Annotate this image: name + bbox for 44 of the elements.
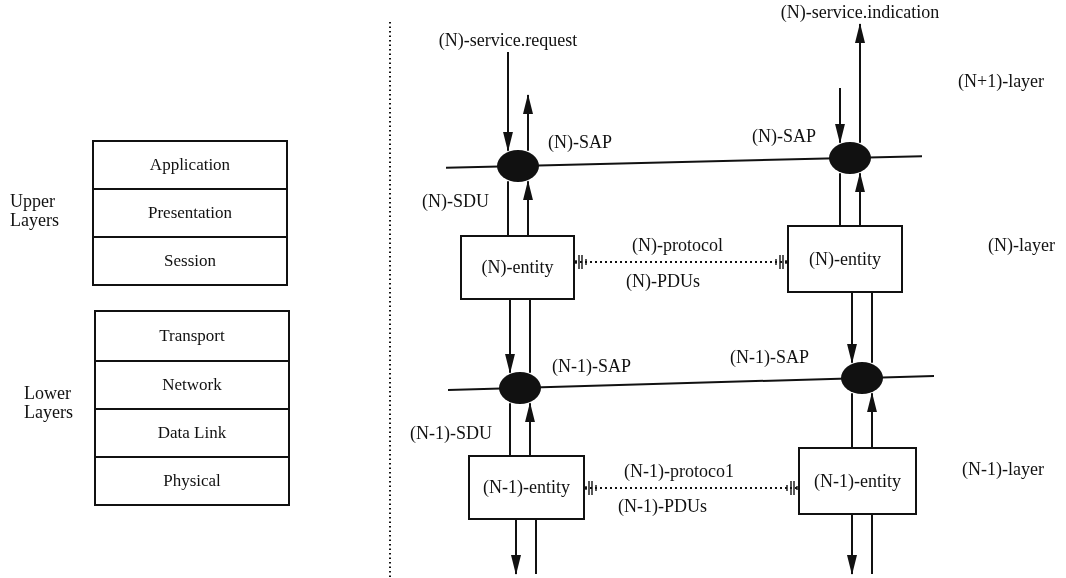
primitive-label: (N)-service.indication [770,0,950,24]
edge-label: (N-1)-SDU [408,424,494,443]
sap-label: (N)-SAP [752,127,816,146]
layer-band: Network [94,360,290,410]
entity-box: (N-1)-entity [468,455,585,520]
layer-label: Upper Layers [10,192,60,230]
edge-label: (N)-protocol [630,236,725,255]
entity-box: (N)-entity [460,235,575,300]
layer-band: Presentation [92,188,288,238]
layer-band: Data Link [94,408,290,458]
layer-band: Transport [94,310,290,362]
entity-box: (N-1)-entity [798,447,917,515]
arrow [523,94,533,152]
layer-label: (N-1)-PDUs [618,497,707,516]
service-access-point [498,371,542,405]
sap-label: (N-1)-SAP [552,357,631,376]
sap-label: (N)-SAP [548,133,612,152]
arrow [835,87,845,144]
primitive-label: (N)-service.request [418,28,598,52]
arrow [503,51,513,152]
layer-label: (N-1)-layer [962,460,1044,479]
layer-label: Lower Layers [24,384,74,422]
arrow [855,172,865,226]
service-access-point [496,149,540,183]
arrow [847,292,857,364]
arrow [847,514,857,575]
layer-label: (N)-PDUs [626,272,700,291]
arrow [511,519,521,575]
arrow [867,392,877,448]
arrow [523,180,533,236]
service-access-point [828,141,872,175]
edge-label: (N-1)-protoco1 [622,462,736,481]
sap-label: (N-1)-SAP [730,348,809,367]
layer-band: Application [92,140,288,190]
edge-label: (N)-SDU [420,192,491,211]
layer-band: Physical [94,456,290,506]
entity-box: (N)-entity [787,225,903,293]
layer-band: Session [92,236,288,286]
arrow [855,23,865,144]
layer-label: (N)-layer [988,236,1055,255]
service-access-point [840,361,884,395]
arrow [505,299,515,374]
layer-label: (N+1)-layer [958,72,1045,91]
arrow [525,402,535,456]
